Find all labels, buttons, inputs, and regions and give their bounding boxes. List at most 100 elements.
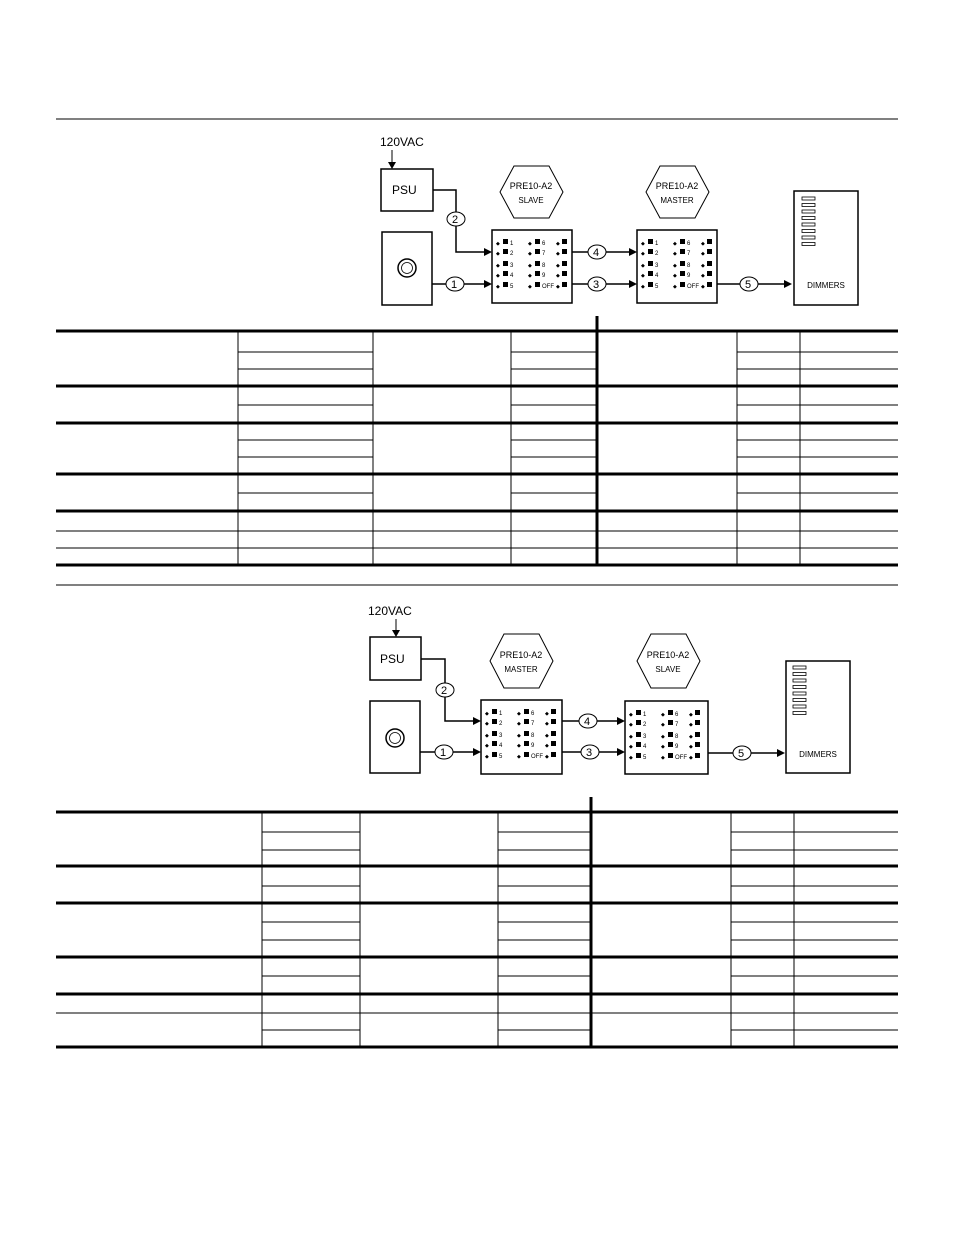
unit-hexagon-left: [489, 633, 554, 689]
svg-text:PRE10-A2: PRE10-A2: [500, 650, 543, 660]
switch-label: 6: [531, 711, 535, 717]
switch-square: [636, 710, 641, 715]
switch-marker: ◆: [545, 743, 549, 749]
switch-marker: ◆: [661, 734, 665, 740]
switch-marker: ◆: [673, 251, 677, 257]
switch-marker: ◆: [485, 754, 489, 760]
switch-marker: ◆: [689, 755, 693, 761]
switch-square: [492, 741, 497, 746]
dimmer-slot: [801, 235, 816, 240]
switch-label: 3: [643, 734, 647, 740]
switch-marker: ◆: [629, 744, 633, 750]
switch-square: [503, 261, 508, 266]
switch-label: 2: [643, 722, 647, 728]
switch-square: [551, 731, 556, 736]
switch-square: [668, 720, 673, 725]
switch-square: [648, 282, 653, 287]
switch-square: [524, 741, 529, 746]
switch-square: [680, 239, 685, 244]
unit-hexagon-left: [499, 165, 564, 219]
switch-label: 2: [499, 721, 503, 727]
switch-marker: ◆: [661, 755, 665, 761]
switch-square: [707, 239, 712, 244]
switch-square: [535, 249, 540, 254]
dimmer-slot: [792, 672, 807, 676]
switch-square: [680, 282, 685, 287]
switch-marker: ◆: [556, 241, 560, 247]
switch-square: [648, 249, 653, 254]
switch-square: [535, 239, 540, 244]
switch-marker: ◆: [689, 734, 693, 740]
switch-label: 8: [531, 733, 535, 739]
switch-square: [636, 742, 641, 747]
switch-marker: ◆: [661, 722, 665, 728]
switch-square: [668, 753, 673, 758]
svg-text:DIMMERS: DIMMERS: [799, 750, 837, 759]
svg-text:MASTER: MASTER: [660, 196, 694, 205]
switch-marker: ◆: [517, 754, 521, 760]
switch-label: 4: [510, 273, 514, 279]
switch-marker: ◆: [528, 263, 532, 269]
switch-square: [562, 249, 567, 254]
switch-marker: ◆: [673, 263, 677, 269]
switch-square: [636, 720, 641, 725]
switch-square: [636, 753, 641, 758]
switch-marker: ◆: [556, 263, 560, 269]
svg-text:PRE10-A2: PRE10-A2: [656, 181, 699, 191]
switch-marker: ◆: [517, 711, 521, 717]
switch-marker: ◆: [701, 284, 705, 290]
connector-2-badge: [446, 211, 466, 227]
switch-square: [524, 731, 529, 736]
switch-marker: ◆: [641, 263, 645, 269]
controller-unit-right: ◆1◆6◆◆2◆7◆◆3◆8◆◆4◆9◆◆5◆OFF◆: [624, 700, 709, 775]
diagram-2: 120VAC PSU 2 1 PRE10-A2 MASTER ◆1◆6◆◆2◆7…: [368, 604, 851, 775]
switch-label: 9: [675, 744, 679, 750]
controller-unit-left: ◆1◆6◆◆2◆7◆◆3◆8◆◆4◆9◆◆5◆OFF◆: [491, 229, 573, 304]
switch-marker: ◆: [641, 241, 645, 247]
switch-label: 8: [687, 263, 691, 269]
switch-label: 7: [542, 251, 546, 257]
switch-label: 1: [643, 712, 647, 718]
switch-label: 5: [510, 284, 514, 290]
dimmer-slot: [801, 209, 816, 214]
switch-square: [503, 239, 508, 244]
controller-unit-right: ◆1◆6◆◆2◆7◆◆3◆8◆◆4◆9◆◆5◆OFF◆: [636, 229, 718, 304]
svg-text:PSU: PSU: [380, 652, 405, 666]
switch-marker: ◆: [545, 711, 549, 717]
switch-label: 8: [542, 263, 546, 269]
switch-marker: ◆: [528, 241, 532, 247]
connector-1-badge: [445, 276, 465, 292]
svg-text:3: 3: [593, 279, 599, 291]
switch-square: [503, 271, 508, 276]
switch-marker: ◆: [641, 251, 645, 257]
dimmer-slot: [792, 698, 807, 702]
switch-marker: ◆: [556, 251, 560, 257]
switch-label: 9: [687, 273, 691, 279]
switch-marker: ◆: [528, 284, 532, 290]
switch-square: [503, 249, 508, 254]
switch-label: 8: [675, 734, 679, 740]
switch-label: 6: [542, 241, 546, 247]
arrow-head: [388, 162, 396, 169]
switch-marker: ◆: [517, 743, 521, 749]
table-2: [56, 797, 898, 1049]
switch-marker: ◆: [485, 711, 489, 717]
switch-label: 4: [499, 743, 503, 749]
switch-marker: ◆: [496, 273, 500, 279]
svg-text:4: 4: [584, 716, 590, 728]
table-1: [56, 316, 898, 567]
dimmer-slot: [792, 665, 807, 670]
dimmer-slot: [792, 711, 807, 715]
switch-label: 3: [499, 733, 503, 739]
psu-box: [369, 636, 422, 681]
svg-text:2: 2: [452, 214, 458, 226]
switch-marker: ◆: [517, 721, 521, 727]
switch-label: 2: [655, 251, 659, 257]
switch-square: [535, 282, 540, 287]
connector-3-badge: [587, 276, 607, 292]
switch-marker: ◆: [641, 284, 645, 290]
switch-marker: ◆: [701, 263, 705, 269]
psu-label: PSU: [392, 183, 417, 197]
svg-text:PRE10-A2: PRE10-A2: [510, 181, 553, 191]
switch-square: [668, 732, 673, 737]
